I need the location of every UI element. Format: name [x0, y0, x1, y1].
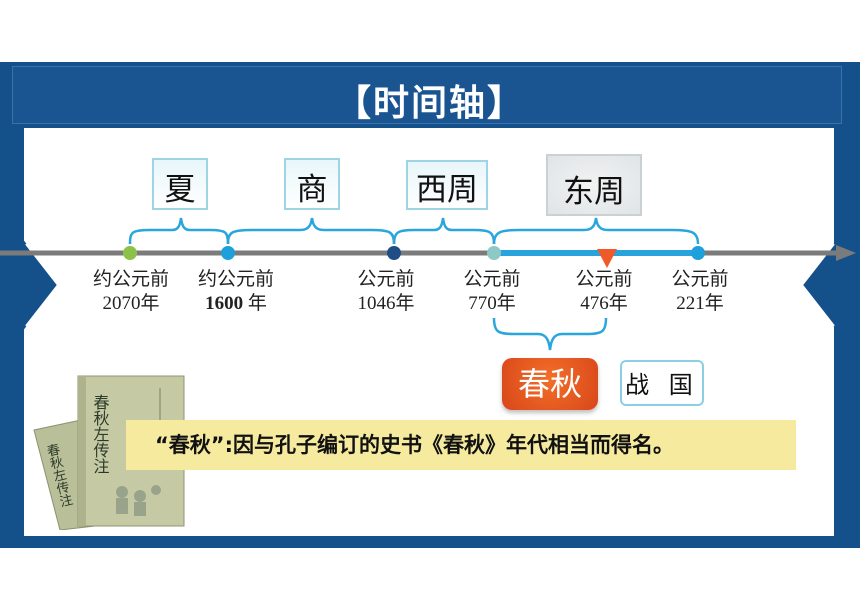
axis-arrow-icon	[836, 245, 856, 261]
eastern-zhou-box	[546, 154, 642, 216]
dot-770	[487, 246, 501, 260]
chunqiu-box: 春秋	[502, 358, 598, 410]
note-text: “春秋”:因与孔子编订的史书《春秋》年代相当而得名。	[155, 433, 674, 457]
dynasty-eastern-zhou: 东周	[563, 174, 625, 210]
dot-1046	[387, 246, 401, 260]
western-zhou-brace	[392, 217, 496, 245]
dot-2070	[123, 246, 137, 260]
shang-box	[284, 158, 340, 210]
dynasty-xia: 夏	[164, 172, 196, 208]
book-spine-title: 春秋左传注	[91, 394, 110, 474]
western-zhou-box	[406, 160, 488, 210]
marker-476	[597, 249, 617, 268]
left-chevron-icon	[0, 238, 60, 332]
dynasty-western-zhou: 西周	[416, 172, 478, 208]
xia-brace	[128, 217, 230, 245]
chunqiu-brace	[492, 317, 608, 351]
dynasty-shang: 商	[296, 172, 328, 208]
xia-box	[152, 158, 208, 210]
dot-1600	[221, 246, 235, 260]
note-bar	[126, 420, 796, 470]
page-title: 【时间轴】	[334, 82, 525, 124]
zhanguo-box: 战 国	[620, 360, 704, 406]
right-chevron-icon	[800, 238, 860, 332]
title-bar	[12, 66, 842, 124]
shang-brace	[226, 217, 396, 245]
dot-221	[691, 246, 705, 260]
eastern-zhou-brace	[492, 217, 700, 245]
